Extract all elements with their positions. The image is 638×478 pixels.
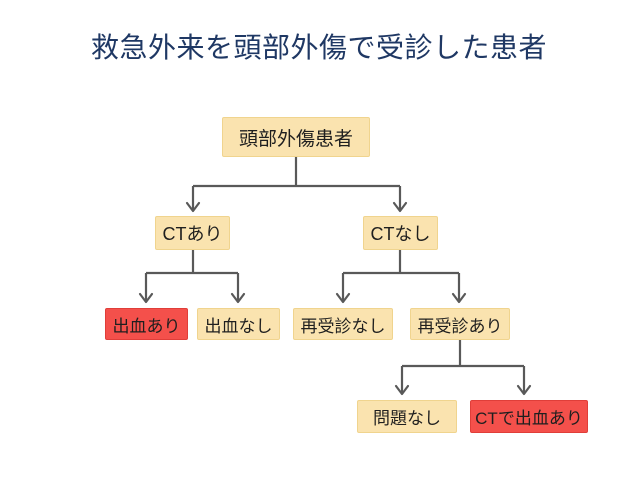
node-no-problem: 問題なし <box>357 400 457 433</box>
node-head-trauma-patients: 頭部外傷患者 <box>222 117 370 157</box>
node-ct-done: CTあり <box>155 216 230 250</box>
node-bleeding-present: 出血あり <box>105 308 188 340</box>
node-bleeding-on-ct: CTで出血あり <box>470 400 588 433</box>
node-bleeding-absent: 出血なし <box>197 308 280 340</box>
slide-title: 救急外来を頭部外傷で受診した患者 <box>90 32 547 63</box>
node-no-revisit: 再受診なし <box>293 308 393 340</box>
node-revisit: 再受診あり <box>410 308 510 340</box>
node-ct-not-done: CTなし <box>363 216 438 250</box>
